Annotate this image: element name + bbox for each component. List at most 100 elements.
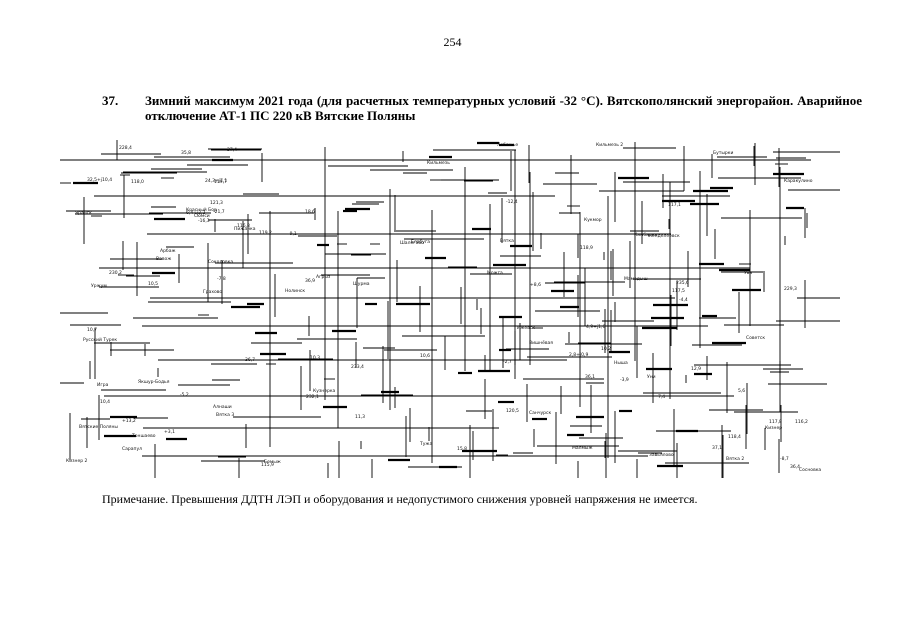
substation-label: Камбарка xyxy=(634,232,657,238)
value-label: 115,9 xyxy=(261,462,274,468)
substation-label: Лебяжье xyxy=(497,142,518,148)
value-label: 24,3+j7,1 xyxy=(205,178,227,184)
value-label: 37,1 xyxy=(712,445,722,451)
value-label: 7,4 xyxy=(658,394,665,400)
value-label: -9,1 xyxy=(288,231,297,237)
substation-label: Бемыж xyxy=(264,459,281,465)
value-label: 117,1 xyxy=(668,202,681,208)
substation-label: Санчурск xyxy=(529,410,551,416)
substation-label: Кукмор xyxy=(584,217,602,223)
substation-label: Сосновка xyxy=(799,467,821,473)
substation-label: Кильмезь 2 xyxy=(596,142,623,148)
substation-label: Ува xyxy=(744,270,752,276)
substation-label: Мамадыш xyxy=(624,276,648,282)
value-label: 37,4 xyxy=(227,147,237,153)
value-label: 118,9 xyxy=(580,245,593,251)
value-label: 36,9 xyxy=(305,278,315,284)
value-label: -5,2 xyxy=(180,392,189,398)
note-text: Примечание. Превышения ДДТН ЛЭП и оборуд… xyxy=(102,492,698,506)
value-label: 2,8+j0,9 xyxy=(569,352,588,358)
value-label: 10,7 xyxy=(87,327,97,333)
value-label: 121,3 xyxy=(210,200,223,206)
value-label: 116,2 xyxy=(795,419,808,425)
substation-label: Каракулино xyxy=(784,178,813,184)
substation-label: Тужа xyxy=(419,441,432,447)
substation-label: Пижанка xyxy=(234,226,256,232)
value-label: +8,6 xyxy=(530,282,541,288)
substation-buses xyxy=(73,141,804,469)
value-label: 15,8 xyxy=(457,446,467,452)
value-label: -16,3 xyxy=(198,218,210,224)
value-label: 12,9 xyxy=(691,366,701,372)
substation-label: Арбаж xyxy=(160,248,176,254)
value-label: 230,2 xyxy=(109,270,122,276)
substation-label: Агрыз xyxy=(316,274,331,280)
substation-label: Советск xyxy=(746,335,765,341)
substation-label: Вятка 3 xyxy=(216,412,234,418)
value-label: 10,6 xyxy=(420,353,430,359)
value-label: -3,9 xyxy=(620,377,629,383)
substation-label: Кузнерка xyxy=(313,388,336,394)
value-label: -12,4 xyxy=(506,199,518,205)
value-label: -21,7 xyxy=(213,209,225,215)
substation-label: Шалегово xyxy=(400,240,424,246)
value-label: 228,4 xyxy=(119,145,132,151)
section-title: Зимний максимум 2021 года (для расчетных… xyxy=(145,93,862,123)
value-label: 36,4 xyxy=(790,464,800,470)
substation-label: Яранск xyxy=(75,210,92,216)
value-label: 10,3 xyxy=(310,355,320,361)
substation-label: Русский Турек xyxy=(83,336,117,343)
substation-label: Красный Бор xyxy=(186,206,217,213)
substation-label: Ижевск xyxy=(517,325,535,331)
value-label: -8,7 xyxy=(780,456,789,462)
substation-label: Кильмезь xyxy=(427,160,450,166)
value-label: -7,8 xyxy=(217,276,226,282)
value-label: 229,3 xyxy=(784,286,797,292)
value-label: 235,6 xyxy=(676,280,689,286)
substation-label: Шурма xyxy=(353,281,370,287)
value-label: 36,7 xyxy=(245,357,255,363)
substation-label: Алнаши xyxy=(213,404,232,410)
substation-label: Нолинск xyxy=(285,288,305,294)
value-label: 35,8 xyxy=(181,150,191,156)
value-label: +13,2 xyxy=(122,418,136,424)
value-label: 32,5+j10,4 xyxy=(87,177,112,183)
value-label: 118,0 xyxy=(131,179,144,185)
value-label: 117,8 xyxy=(769,419,782,425)
value-label: 117,5 xyxy=(672,288,685,294)
substation-label: Тоншаево xyxy=(131,433,156,439)
substation-label: Якшур-Бодья xyxy=(138,379,170,385)
page-number: 254 xyxy=(443,35,462,49)
substation-label: Завьялово xyxy=(649,452,674,458)
value-label: +3,1 xyxy=(164,429,175,435)
value-label: 116,8 xyxy=(237,223,250,229)
substation-label: Вятка 2 xyxy=(726,456,744,462)
value-label: 10,2 xyxy=(601,346,611,352)
value-label: 233,4 xyxy=(351,364,364,370)
grid-lines xyxy=(60,140,840,478)
value-label: 10,4 xyxy=(100,399,110,405)
value-label: 232,1 xyxy=(306,394,319,400)
value-label: 5,6 xyxy=(738,388,745,394)
substation-label: Вятка xyxy=(500,238,514,244)
value-label: 18,6 xyxy=(305,209,315,215)
substation-label: Можга xyxy=(487,270,503,276)
value-label: 6,4+j2,2 xyxy=(186,210,205,216)
substation-label: Соколовка xyxy=(208,259,233,265)
value-label: 11,3 xyxy=(355,414,365,420)
substation-label: Кизнер 2 xyxy=(66,458,88,464)
value-label: 120,5 xyxy=(506,408,519,414)
substation-label: Вишнёвая xyxy=(529,340,553,346)
value-label: 36,1 xyxy=(585,374,595,380)
substation-label: Уни xyxy=(647,374,656,380)
value-label: -4,4 xyxy=(679,297,688,303)
section-number: 37. xyxy=(102,93,119,108)
substation-label: Сюмси xyxy=(194,213,210,219)
substation-label: Игра xyxy=(97,382,109,388)
substation-label: Малмыж xyxy=(572,445,593,451)
substation-label: Бутырки xyxy=(713,150,733,156)
substation-label: Уржум xyxy=(91,283,107,289)
substation-label: Граховo xyxy=(203,289,222,295)
